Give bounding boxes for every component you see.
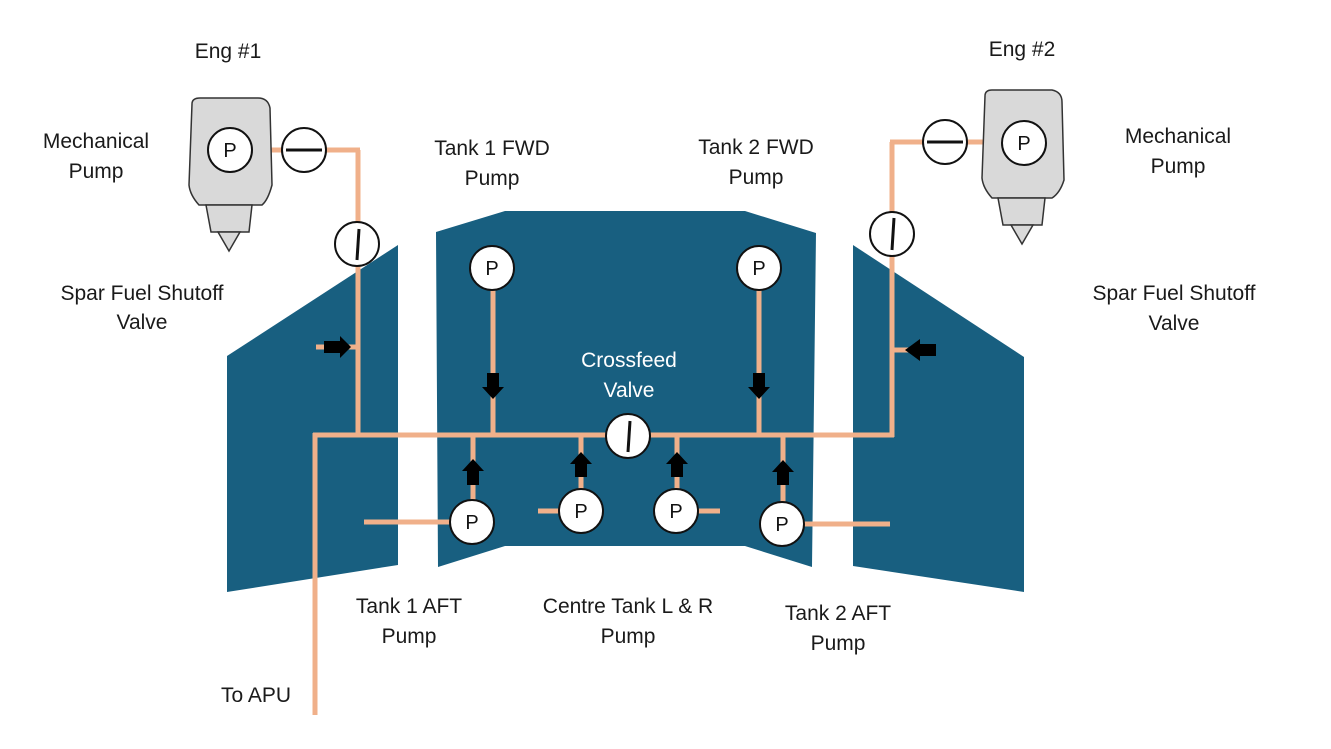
arrow-right-icon [324, 336, 351, 358]
arrow-left-icon [905, 339, 936, 361]
eng2-title: Eng #2 [989, 38, 1056, 61]
tank1-aft-label-2: Pump [382, 625, 437, 648]
tank1-fwd-pump[interactable]: P [469, 245, 515, 291]
eng1-pump-label-2: Pump [69, 160, 124, 183]
centre-right-pump-icon[interactable] [653, 488, 699, 534]
centre-label-2: Pump [601, 625, 656, 648]
tank2-aft-pump[interactable]: P [759, 501, 805, 547]
arrow-up-icon [772, 460, 794, 485]
centre-right-pump[interactable]: P [653, 488, 699, 534]
tank2-aft-pump-icon[interactable] [759, 501, 805, 547]
tank1-aft-pump-icon[interactable] [449, 499, 495, 545]
tank2-fwd-label-1: Tank 2 FWD [698, 136, 814, 159]
eng1-mechanical-pump-icon[interactable] [207, 127, 253, 173]
engine-2: P [981, 89, 1065, 246]
spar-left-label-2: Valve [117, 311, 168, 334]
eng1-pump-label-1: Mechanical [43, 130, 149, 153]
pump-symbol: P [775, 514, 788, 536]
flow-arrows [324, 336, 936, 485]
eng2-mechanical-pump-icon[interactable] [1001, 120, 1047, 166]
pump-symbol: P [1017, 133, 1030, 155]
tank1-aft-pump[interactable]: P [449, 499, 495, 545]
to-apu-label: To APU [221, 684, 291, 707]
crossfeed-valve[interactable] [605, 413, 651, 459]
arrow-up-icon [666, 452, 688, 477]
tank2-aft-label-2: Pump [811, 632, 866, 655]
tank1-aft-label-1: Tank 1 AFT [356, 595, 462, 618]
engine-1-nozzle [205, 204, 253, 233]
spar-valve-left[interactable] [334, 221, 380, 267]
eng1-valve[interactable] [281, 127, 327, 173]
right-wing-tank [853, 245, 1024, 592]
engine-2-cone [1009, 224, 1035, 246]
engine-1-cone [216, 231, 242, 253]
crossfeed-label-1: Crossfeed [581, 349, 677, 372]
engine-2-nozzle [997, 197, 1046, 226]
eng2-pump-label-1: Mechanical [1125, 125, 1231, 148]
crossfeed-label-2: Valve [604, 379, 655, 402]
arrow-up-icon [570, 452, 592, 477]
tank1-fwd-label-1: Tank 1 FWD [434, 137, 550, 160]
left-wing-tank [227, 245, 398, 592]
tank2-fwd-label-2: Pump [729, 166, 784, 189]
pump-symbol: P [574, 501, 587, 523]
tank1-fwd-label-2: Pump [465, 167, 520, 190]
spar-right-label-1: Spar Fuel Shutoff [1092, 282, 1255, 305]
pump-symbol: P [669, 501, 682, 523]
eng2-pump-label-2: Pump [1151, 155, 1206, 178]
centre-label-1: Centre Tank L & R [543, 595, 713, 618]
spar-right-label-2: Valve [1149, 312, 1200, 335]
pump-symbol: P [752, 258, 765, 280]
pump-symbol: P [223, 140, 236, 162]
centre-left-pump[interactable]: P [558, 488, 604, 534]
pump-symbol: P [465, 512, 478, 534]
center-tank [436, 211, 816, 567]
tank2-aft-label-1: Tank 2 AFT [785, 602, 891, 625]
arrow-up-icon [462, 459, 484, 485]
tank1-fwd-pump-icon[interactable] [469, 245, 515, 291]
centre-left-pump-icon[interactable] [558, 488, 604, 534]
engine-1: P [188, 97, 273, 253]
tank2-fwd-pump[interactable]: P [736, 245, 782, 291]
spar-left-label-1: Spar Fuel Shutoff [60, 282, 223, 305]
tank2-fwd-pump-icon[interactable] [736, 245, 782, 291]
eng1-title: Eng #1 [195, 40, 262, 63]
arrow-down-icon [748, 373, 770, 399]
arrow-down-icon [482, 373, 504, 399]
eng2-valve[interactable] [922, 119, 968, 165]
pump-symbol: P [485, 258, 498, 280]
spar-valve-right[interactable] [869, 211, 915, 257]
